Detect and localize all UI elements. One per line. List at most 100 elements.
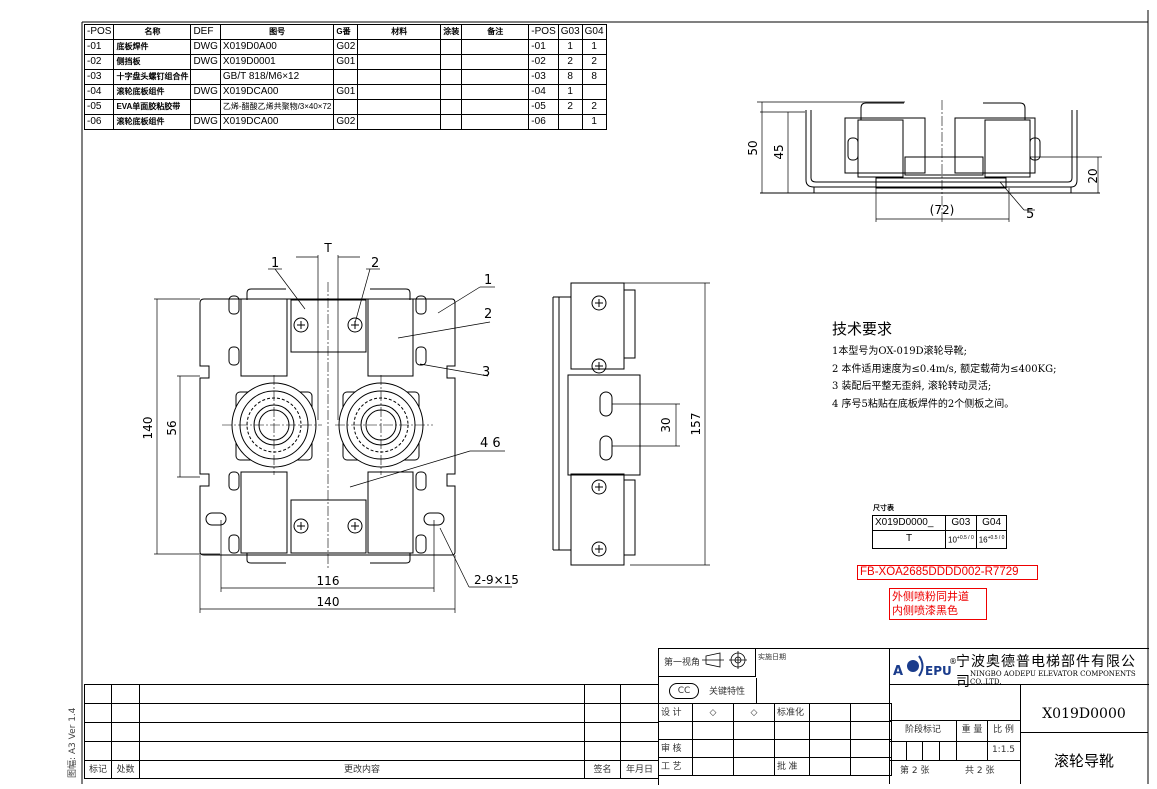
tech-item: 1本型号为OX-019D滚轮导靴; (832, 346, 967, 357)
key-characteristic: CC 关键特性 (659, 678, 757, 704)
roller-block-bl (240, 471, 288, 554)
bom-cell-g: G01 (333, 84, 359, 100)
revision-block: 标记 处数 更改内容 签名 年月日 (84, 684, 659, 779)
bom-cell-drawing: X019D0001 (219, 54, 335, 70)
bom-cell-drawing: X019DCA00 (219, 114, 335, 130)
bom-cell-pos: -02 (83, 54, 115, 70)
dim-140-h: 140 (317, 595, 340, 609)
size-table-header-g04: G04 (975, 515, 1008, 531)
bom-cell-def: DWG (190, 54, 221, 70)
scale-value: 1:1.5 (991, 745, 1016, 755)
bom-cell-pos2: -02 (528, 54, 559, 70)
design-label: 设 计 (658, 703, 693, 722)
company-name-en: NINGBO AODEPU ELEVATOR COMPONENTS CO.,LT… (970, 670, 1136, 686)
bom-cell-empty (461, 84, 530, 100)
bom-cell-drawing: GB/T 818/M6×12 (219, 69, 335, 85)
tech-title: 技术要求 (832, 320, 893, 338)
bom-cell-g04: 1 (581, 39, 607, 55)
bom-cell-pos2: -06 (528, 114, 559, 130)
company-header: 宁波奥德普电梯部件有限公司 NINGBO AODEPU ELEVATOR COM… (889, 648, 1149, 690)
bom-cell-def: DWG (190, 84, 221, 100)
part-name: 滚轮导靴 (1053, 752, 1114, 770)
design-diamond-1: ◇ (692, 703, 734, 722)
bom-cell-name: 十字盘头螺钉组合件 (113, 69, 192, 85)
bom-cell-pos2: -01 (528, 39, 559, 55)
dim-45: 45 (772, 144, 786, 159)
tech-item: 2 本件适用速度为≤0.4m/s, 额定载荷为≤400KG; (832, 363, 1057, 375)
bom-cell-def: DWG (190, 114, 221, 130)
svg-text:®: ® (949, 657, 957, 666)
bom-cell-g03: 2 (557, 99, 583, 115)
bom-cell-g03: 8 (557, 69, 583, 85)
size-table-header-model: X019D0000_ (872, 515, 946, 531)
bom-cell-g03: 2 (557, 54, 583, 70)
impl-date-label: 实施日期 (758, 653, 786, 661)
roller-block-tr (367, 298, 414, 377)
first-angle-projection-icon (702, 651, 747, 669)
dim-56: 56 (165, 420, 179, 435)
red-code-note: FB-XOA2685DDDD002-R7729 (857, 565, 1038, 580)
label-3: 3 (482, 365, 490, 380)
approve-label: 批 准 (774, 757, 810, 776)
bom-cell-empty (357, 84, 442, 100)
bom-cell-pos: -06 (83, 114, 115, 130)
bom-cell-pos2: -03 (528, 69, 559, 85)
dim-116: 116 (317, 574, 340, 588)
tech-list: 1本型号为OX-019D滚轮导靴; 2 本件适用速度为≤0.4m/s, 额定载荷… (832, 343, 1056, 413)
bom-cell-pos2: -05 (528, 99, 559, 115)
bom-header-remark: 备注 (461, 24, 530, 40)
bom-cell-def (190, 99, 221, 115)
bom-cell-empty (440, 54, 463, 70)
bom-cell-empty (440, 39, 463, 55)
bom-header-pos2: -POS (528, 24, 559, 40)
svg-text:A: A (893, 664, 903, 679)
red-note-line1: 外侧喷粉同井道 (892, 590, 969, 603)
drawing-number: X019D0000 (1020, 684, 1148, 733)
bom-header-g04: G04 (581, 24, 607, 40)
red-coating-note: 外侧喷粉同井道 内侧喷漆黑色 (889, 588, 987, 620)
size-g03-tol: +0.5 / 0 (956, 535, 974, 541)
bom-header-material: 材料 (357, 24, 442, 40)
standard-label: 标准化 (774, 703, 810, 722)
bom-header-g03: G03 (557, 24, 583, 40)
bom-header: -POS 名称 DEF 图号 G番 材料 涂装 备注 -POS G03 G04 (83, 24, 607, 40)
bom-cell-empty (461, 69, 530, 85)
size-g04-tol: +0.5 / 0 (987, 535, 1005, 541)
company-logo: A EPU ® (893, 655, 957, 679)
bolt-heads (228, 295, 427, 554)
sheet-total: 共 2 张 (965, 766, 995, 776)
bom-cell-empty (461, 39, 530, 55)
bom-header-name: 名称 (113, 24, 192, 40)
dim-t: T (323, 241, 332, 255)
cc-badge: CC (669, 683, 699, 699)
bom-cell-drawing: X019DCA00 (219, 84, 335, 100)
bom-cell-g04: 2 (581, 99, 607, 115)
process-label: 工 艺 (658, 757, 693, 776)
bom-cell-def (190, 69, 221, 85)
svg-text:EPU: EPU (925, 664, 952, 678)
base-plate (199, 298, 456, 556)
weight-label: 重 量 (956, 721, 988, 760)
rev-content-label: 更改内容 (139, 760, 585, 779)
bracket-bottom (290, 499, 367, 554)
bom-cell-name: EVA单面胶粘胶带 (113, 99, 192, 115)
label-4-6: 4 6 (480, 436, 501, 451)
size-table: X019D0000_ G03 G04 T 10+0.5 / 0 16+0.5 /… (872, 515, 1008, 549)
label-2b: 2 (484, 307, 492, 322)
sheet-format-note: 图幅: A3 Ver 1.4 (68, 707, 78, 778)
slot-left (205, 512, 227, 526)
bom-cell-empty (440, 84, 463, 100)
bom-cell-g (333, 99, 359, 115)
stage-label: 阶段标记 (904, 725, 941, 735)
bom-cell-g04: 2 (581, 54, 607, 70)
bom-cell-name: 滚轮底板组件 (113, 114, 192, 130)
bom-cell-g: G01 (333, 54, 359, 70)
bom-cell-g04: 8 (581, 69, 607, 85)
bom-header-coating: 涂装 (440, 24, 463, 40)
size-table-header-g03: G03 (945, 515, 977, 531)
size-table-caption: 尺寸表 (873, 504, 894, 512)
bom-cell-empty (461, 99, 530, 115)
